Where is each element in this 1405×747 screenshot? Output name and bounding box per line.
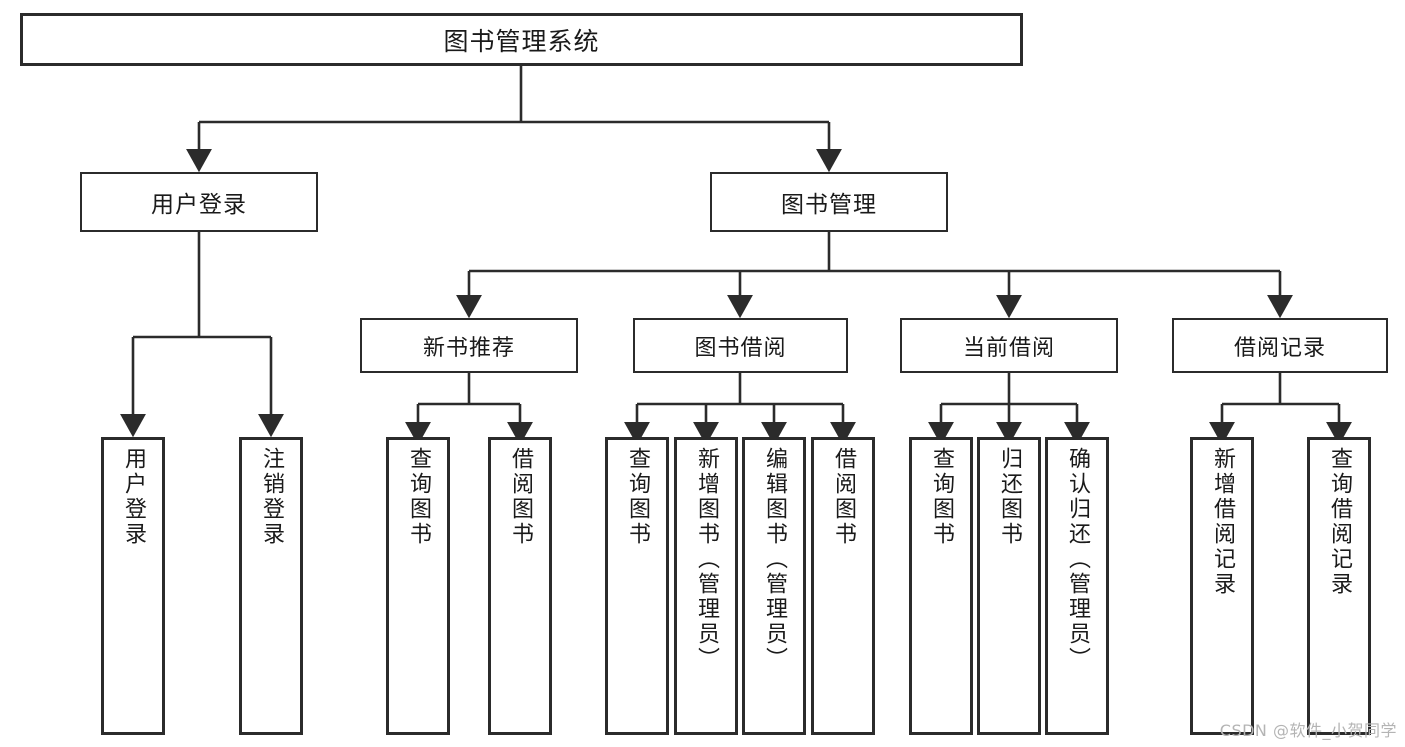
node-leaf-record-query[interactable]: 查询借阅记录	[1307, 437, 1371, 735]
node-new-book-recommend[interactable]: 新书推荐	[360, 318, 578, 373]
node-label: 图书借阅	[694, 335, 787, 361]
node-label: 查询借阅记录	[1326, 447, 1352, 597]
node-label: 借阅图书	[507, 447, 533, 547]
node-leaf-borrow-borrow-book[interactable]: 借阅图书	[811, 437, 875, 735]
node-label: 归还图书	[996, 447, 1022, 547]
node-leaf-borrow-add-book[interactable]: 新增图书（管理员）	[674, 437, 738, 735]
node-leaf-user-login-login[interactable]: 用户登录	[101, 437, 165, 735]
node-label: 查询图书	[405, 447, 431, 547]
node-book-borrow[interactable]: 图书借阅	[633, 318, 848, 373]
node-label: 新增借阅记录	[1209, 447, 1235, 597]
node-leaf-current-return-book[interactable]: 归还图书	[977, 437, 1041, 735]
node-label: 用户登录	[120, 447, 146, 547]
node-user-login[interactable]: 用户登录	[80, 172, 318, 232]
node-label: 新书推荐	[422, 335, 515, 361]
node-label: 查询图书	[928, 447, 954, 547]
node-borrow-record[interactable]: 借阅记录	[1172, 318, 1388, 373]
node-leaf-current-confirm-return[interactable]: 确认归还（管理员）	[1045, 437, 1109, 735]
node-leaf-current-query-book[interactable]: 查询图书	[909, 437, 973, 735]
node-root-system[interactable]: 图书管理系统	[20, 13, 1023, 66]
node-book-management[interactable]: 图书管理	[710, 172, 948, 232]
node-label: 图书管理系统	[443, 26, 600, 56]
node-label: 注销登录	[258, 447, 284, 547]
node-label: 借阅记录	[1233, 335, 1326, 361]
node-label: 编辑图书（管理员）	[761, 447, 787, 672]
node-current-borrow[interactable]: 当前借阅	[900, 318, 1118, 373]
node-label: 新增图书（管理员）	[693, 447, 719, 672]
node-label: 用户登录	[151, 192, 247, 218]
node-label: 借阅图书	[830, 447, 856, 547]
node-label: 当前借阅	[962, 335, 1055, 361]
node-label: 查询图书	[624, 447, 650, 547]
node-label: 确认归还（管理员）	[1064, 447, 1090, 672]
node-leaf-new-book-borrow[interactable]: 借阅图书	[488, 437, 552, 735]
node-leaf-borrow-query-book[interactable]: 查询图书	[605, 437, 669, 735]
node-label: 图书管理	[781, 192, 877, 218]
node-leaf-user-login-logout[interactable]: 注销登录	[239, 437, 303, 735]
node-leaf-borrow-edit-book[interactable]: 编辑图书（管理员）	[742, 437, 806, 735]
node-leaf-record-add[interactable]: 新增借阅记录	[1190, 437, 1254, 735]
node-leaf-new-book-query[interactable]: 查询图书	[386, 437, 450, 735]
